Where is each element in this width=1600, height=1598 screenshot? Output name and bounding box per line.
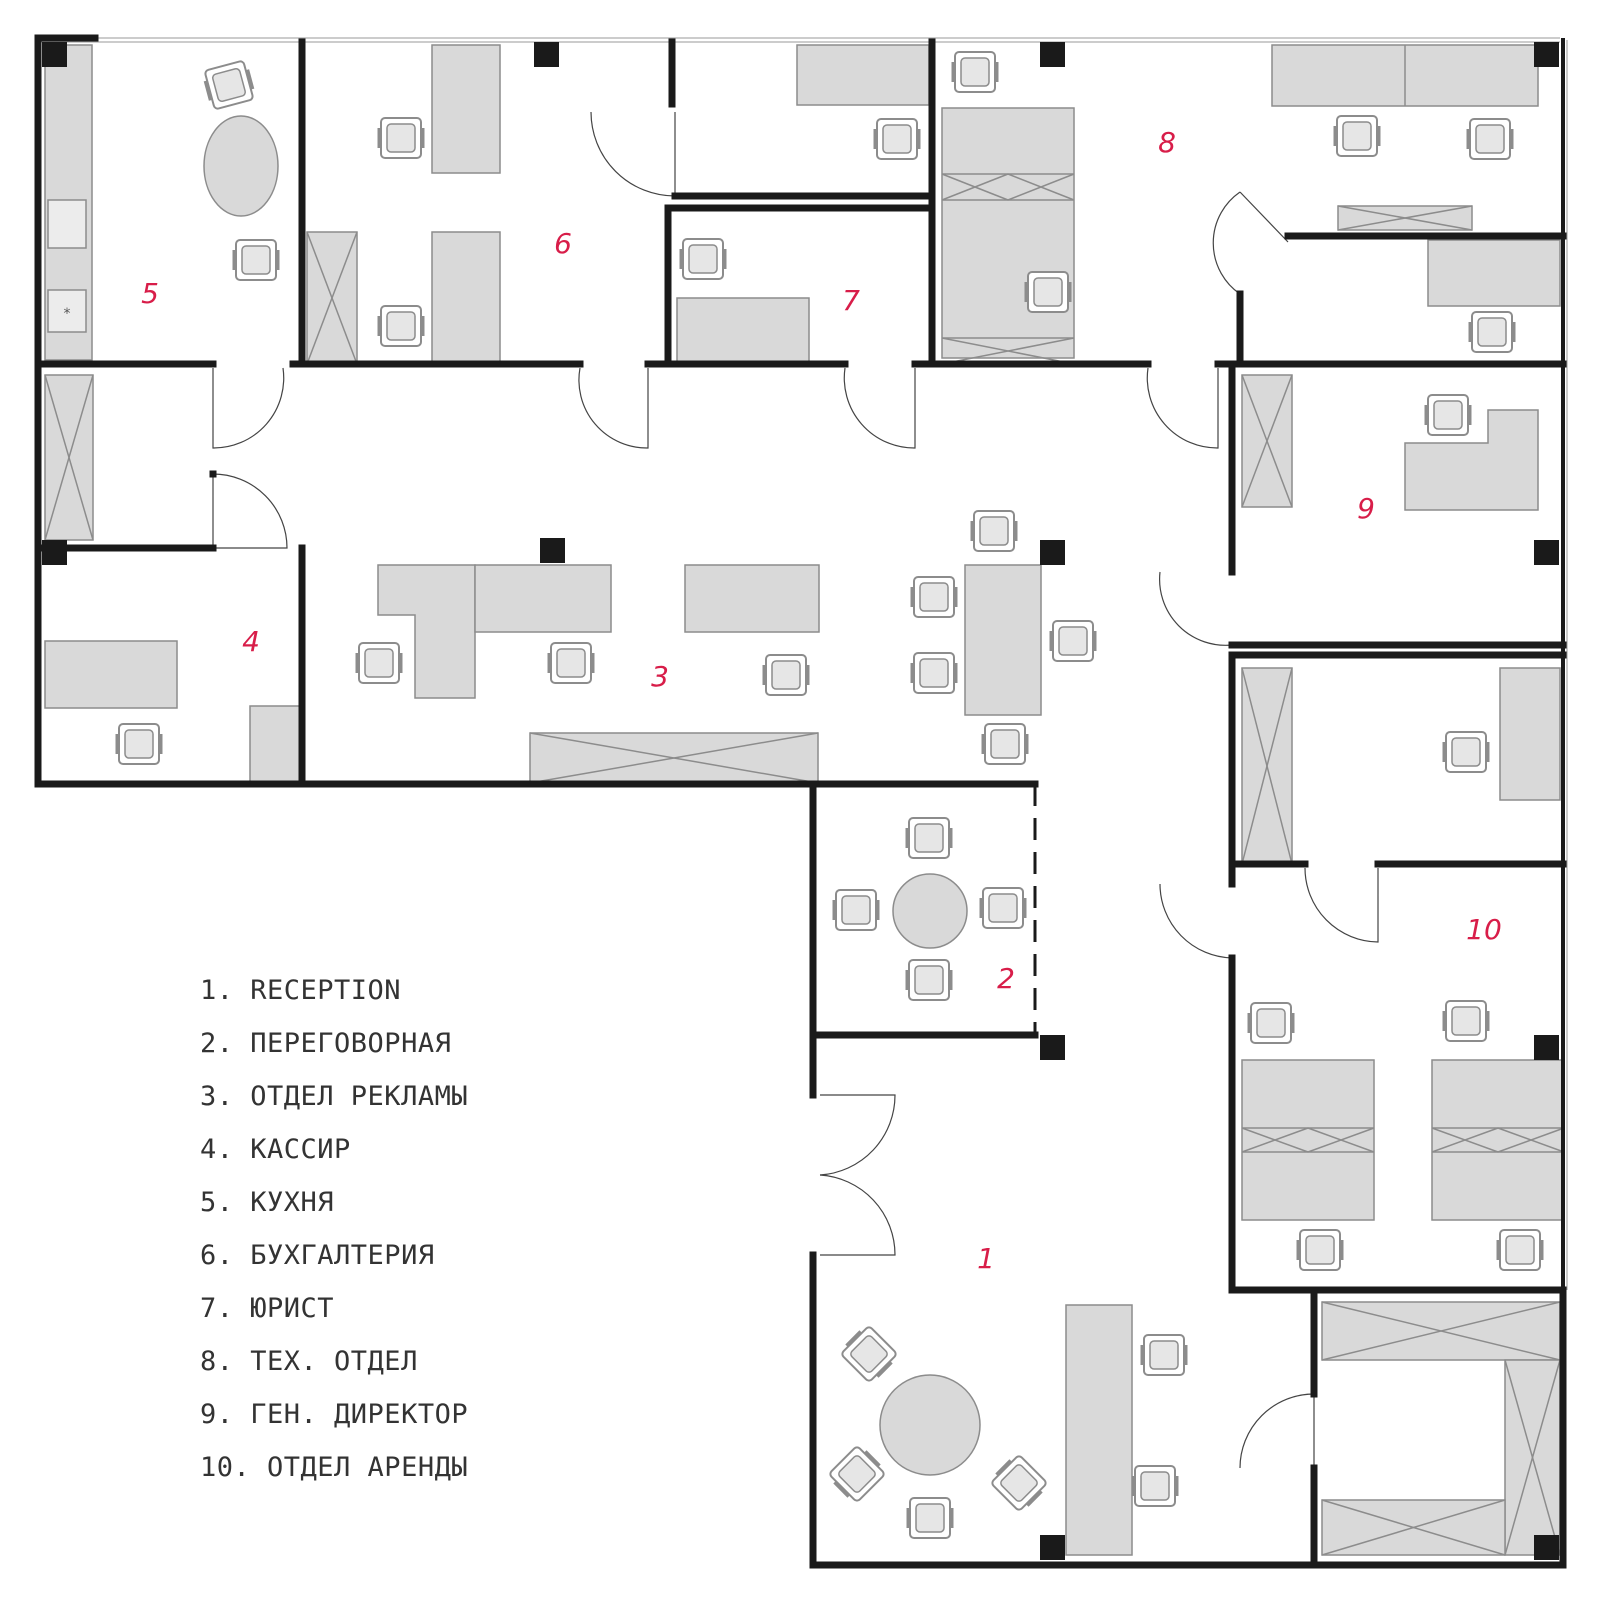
room-number-9: 9 [1357,492,1375,525]
cabinet [1241,1059,1375,1221]
chair [547,641,595,685]
cabinet [1431,1059,1565,1221]
chair [1442,730,1490,774]
chair [232,238,280,282]
sink [47,199,87,249]
legend-item-2: 2. ПЕРЕГОВОРНАЯ [200,1028,451,1059]
chair [873,117,921,161]
chair [201,58,257,112]
chair [1466,117,1514,161]
doors [212,111,1379,1469]
chair [979,886,1027,930]
room-number-8: 8 [1158,126,1176,159]
chair [906,1496,954,1540]
chair [1049,619,1097,663]
columns [42,42,1559,1560]
chair [910,575,958,619]
desk [684,564,820,633]
chair [910,651,958,695]
chair [1131,1464,1179,1508]
chair [825,1442,889,1506]
room-number-2: 2 [997,962,1015,995]
chair [970,509,1018,553]
cabinet [249,705,301,783]
chair [762,653,810,697]
legend-item-8: 8. ТЕХ. ОТДЕЛ [200,1346,418,1377]
stove [47,289,87,333]
room-number-1: 1 [977,1242,995,1275]
legend-item-5: 5. КУХНЯ [200,1187,334,1218]
chair [1296,1228,1344,1272]
room-number-5: 5 [141,277,159,310]
room-number-4: 4 [242,625,260,658]
legend-item-3: 3. ОТДЕЛ РЕКЛАМЫ [200,1081,468,1112]
chair [1140,1333,1188,1377]
chair [115,722,163,766]
chair [987,1451,1051,1515]
chair [832,888,880,932]
round-table [879,1374,981,1476]
chair [837,1322,901,1386]
chair [905,958,953,1002]
chair [355,641,403,685]
legend-item-4: 4. КАССИР [200,1134,351,1165]
desk [676,297,810,365]
desk [1427,239,1561,307]
reception-desk [1065,1304,1133,1556]
desk [431,231,501,365]
legend-item-6: 6. БУХГАЛТЕРИЯ [200,1240,435,1271]
room-number-6: 6 [554,227,572,260]
director-desk [1404,409,1539,511]
legend: 1. RECEPTION 2. ПЕРЕГОВОРНАЯ 3. ОТДЕЛ РЕ… [200,975,468,1483]
chair [679,237,727,281]
room-numbers: 1 2 3 4 5 6 7 8 9 10 [141,126,1502,1275]
chair [377,116,425,160]
chair [1442,999,1490,1043]
chair [1247,1001,1295,1045]
svg-text:*: * [64,306,71,322]
chair [1333,114,1381,158]
legend-item-7: 7. ЮРИСТ [200,1293,334,1324]
chair [981,722,1029,766]
chair [905,816,953,860]
desk [1499,667,1561,801]
desk [431,44,501,174]
cashier-desk [44,640,178,709]
chair [1468,310,1516,354]
chair [1496,1228,1544,1272]
window-top [40,37,1560,43]
chair [1424,393,1472,437]
meeting-desk [964,564,1042,716]
chair [951,50,999,94]
chair [377,304,425,348]
cabinet [941,107,1075,359]
walls [34,34,1567,1569]
room-number-10: 10 [1466,913,1502,946]
legend-item-9: 9. ГЕН. ДИРЕКТОР [200,1399,468,1430]
kitchen-table [203,115,279,217]
desk [474,564,612,633]
room-number-3: 3 [651,660,669,693]
chair [1024,270,1072,314]
legend-item-1: 1. RECEPTION [200,975,401,1006]
round-table [892,873,968,949]
furniture: * [44,44,1565,1556]
desk [796,44,930,106]
legend-item-10: 10. ОТДЕЛ АРЕНДЫ [200,1452,468,1483]
room-number-7: 7 [842,284,860,317]
